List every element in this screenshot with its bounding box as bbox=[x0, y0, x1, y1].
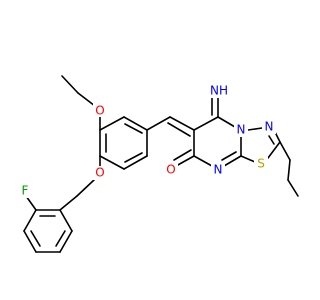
bond-c7-o bbox=[175, 155, 195, 167]
bond-ring-a-1 bbox=[99, 116, 125, 131]
atom-o-ethoxy: O bbox=[95, 104, 104, 118]
halo-n-right bbox=[262, 120, 276, 134]
bond-layer bbox=[23, 75, 299, 253]
halo-n-lower bbox=[211, 163, 225, 177]
bond-ring-b-5 bbox=[59, 230, 73, 253]
bond-ring-b-5-inner bbox=[55, 230, 66, 247]
bond-aryl-vinyl bbox=[146, 116, 171, 131]
atom-o-benzyloxy: O bbox=[95, 166, 104, 180]
halo-o-ethoxy bbox=[93, 103, 107, 117]
bond-ring-a-5 bbox=[99, 155, 125, 170]
halo-o-benzyloxy bbox=[93, 166, 107, 180]
bond-propyl-2 bbox=[287, 159, 291, 181]
bond-c2-s bbox=[267, 141, 281, 159]
bond-ethyl-ch2-o bbox=[77, 92, 96, 107]
molecule-drawing: O O F NH N N S N O bbox=[18, 75, 299, 253]
bond-ring-a-4-inner bbox=[124, 152, 143, 163]
atom-imino: NH bbox=[210, 84, 228, 98]
bond-vinyl-ring-double bbox=[167, 122, 191, 137]
bond-c5-n4 bbox=[217, 116, 236, 128]
bond-c8a-n8 bbox=[223, 155, 242, 167]
bond-ethyl-ch3 bbox=[61, 75, 79, 94]
structure-canvas: O O F NH N N S N O bbox=[18, 75, 299, 253]
bond-vinyl-ring bbox=[169, 116, 195, 131]
halo-s bbox=[254, 157, 268, 171]
halo-o-carbonyl bbox=[164, 163, 178, 177]
atom-n-lower: N bbox=[214, 163, 223, 177]
bond-ring-b-6 bbox=[59, 209, 73, 232]
atom-n-upper: N bbox=[237, 123, 246, 137]
bond-o2-ch2 bbox=[76, 179, 95, 197]
bond-n3-c2-double bbox=[268, 135, 275, 145]
bond-c8a-n8-double bbox=[221, 151, 237, 161]
halo-n-upper bbox=[234, 123, 248, 137]
bond-ring-b-2 bbox=[23, 209, 37, 232]
atom-label-layer: O O F NH N N S N O bbox=[18, 84, 276, 198]
bond-ring-a-4 bbox=[123, 155, 148, 170]
bond-n8-c7 bbox=[193, 155, 213, 167]
atom-o-carbonyl: O bbox=[166, 163, 175, 177]
bond-ring-b-f bbox=[25, 195, 37, 211]
halo-f bbox=[18, 184, 32, 198]
bond-ring-b-3-inner bbox=[30, 230, 41, 247]
bond-s-c8a bbox=[240, 155, 256, 163]
bond-c6-c5 bbox=[193, 116, 219, 131]
bond-c7-o-double bbox=[173, 149, 192, 161]
bond-ch2-aryl bbox=[59, 195, 78, 211]
bond-propyl-1 bbox=[279, 141, 291, 161]
atom-f: F bbox=[22, 184, 29, 198]
bond-n4-n3 bbox=[247, 127, 263, 131]
atom-s: S bbox=[257, 157, 265, 171]
bond-ring-b-3 bbox=[23, 230, 37, 253]
atom-n-right: N bbox=[265, 120, 274, 134]
halo-imino bbox=[207, 84, 231, 98]
bond-propyl-3 bbox=[287, 179, 299, 197]
bond-ring-a-2 bbox=[123, 116, 148, 131]
bond-ring-a-2-inner bbox=[124, 123, 143, 134]
